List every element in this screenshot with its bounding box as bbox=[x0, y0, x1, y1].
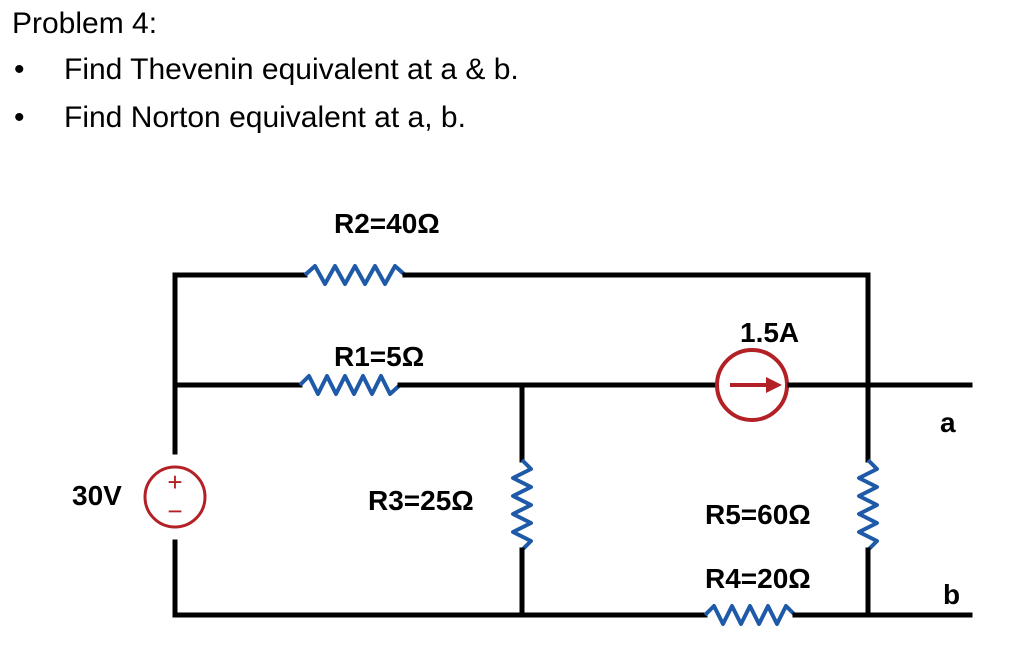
voltage-source-minus: − bbox=[167, 496, 182, 526]
resistor-r5 bbox=[857, 458, 879, 552]
task-item-norton: • Find Norton equivalent at a, b. bbox=[12, 94, 519, 142]
bullet-icon: • bbox=[14, 53, 25, 86]
resistor-r3 bbox=[511, 458, 533, 552]
task-item-thevenin: • Find Thevenin equivalent at a & b. bbox=[12, 46, 519, 94]
label-r2: R2=40Ω bbox=[334, 208, 440, 239]
bullet-icon: • bbox=[14, 101, 25, 134]
voltage-source-circle bbox=[143, 465, 207, 529]
label-r4: R4=20Ω bbox=[705, 563, 811, 594]
label-current-source: 1.5A bbox=[740, 317, 799, 348]
terminal-b-label: b bbox=[943, 579, 960, 610]
wire-top-right bbox=[402, 272, 871, 388]
problem-title: Problem 4: bbox=[12, 7, 158, 40]
resistor-r1 bbox=[298, 374, 402, 396]
task-list: • Find Thevenin equivalent at a & b. • F… bbox=[12, 46, 519, 142]
task-text: Find Thevenin equivalent at a & b. bbox=[64, 53, 519, 86]
resistor-r4 bbox=[703, 604, 797, 626]
terminal-a-label: a bbox=[940, 407, 956, 438]
problem-header: Problem 4: • Find Thevenin equivalent at… bbox=[12, 2, 519, 142]
resistor-r2 bbox=[303, 264, 407, 286]
label-voltage-source: 30V bbox=[72, 480, 122, 511]
label-r1: R1=5Ω bbox=[334, 341, 424, 372]
voltage-source-plus: + bbox=[167, 467, 182, 497]
label-r5: R5=60Ω bbox=[705, 499, 811, 530]
task-text: Find Norton equivalent at a, b. bbox=[64, 101, 466, 134]
current-source-arrowhead bbox=[766, 377, 782, 393]
label-r3: R3=25Ω bbox=[368, 485, 474, 516]
